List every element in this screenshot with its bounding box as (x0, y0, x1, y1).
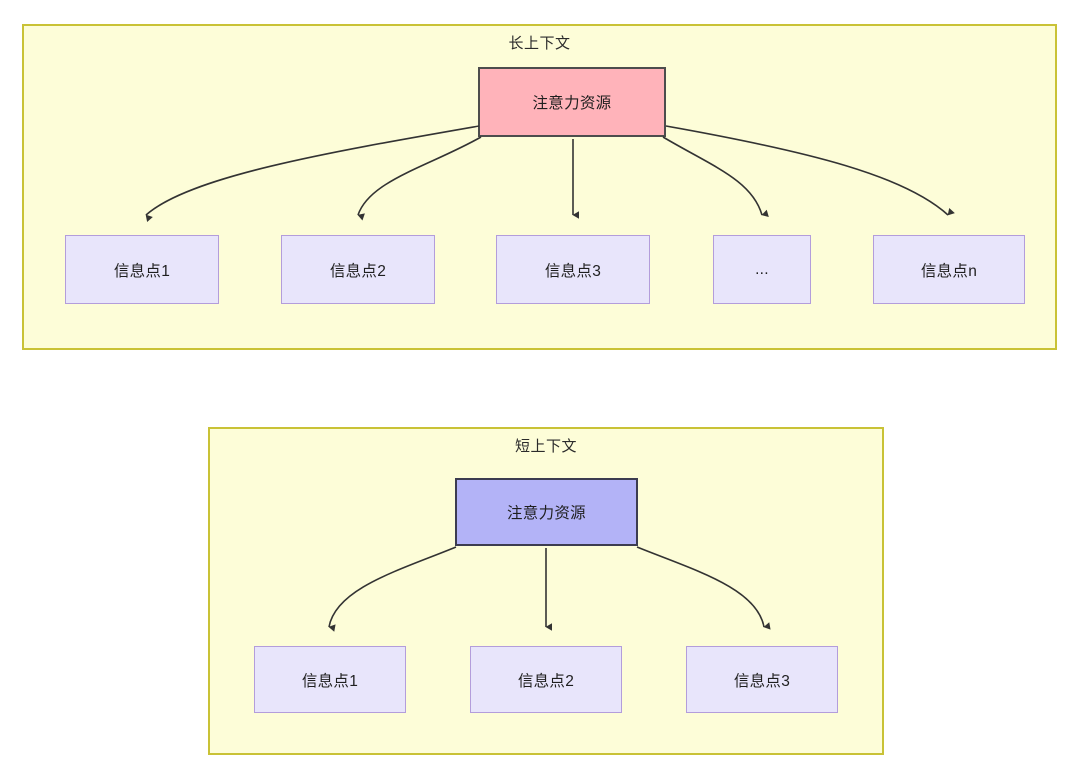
node-info-point-1-short[interactable]: 信息点1 (254, 646, 406, 713)
node-info-point-3-short[interactable]: 信息点3 (686, 646, 838, 713)
node-info-point-1-long[interactable]: 信息点1 (65, 235, 219, 304)
panel-long-context-title: 长上下文 (508, 35, 571, 52)
panel-short-context-title: 短上下文 (514, 438, 577, 455)
node-label: 信息点2 (517, 672, 575, 690)
node-label: 信息点3 (544, 262, 602, 280)
node-info-point-ellipsis-long[interactable]: ... (713, 235, 811, 304)
node-attention-resource-long[interactable]: 注意力资源 (478, 67, 666, 137)
node-label: 信息点2 (329, 262, 387, 280)
node-info-point-2-short[interactable]: 信息点2 (470, 646, 622, 713)
node-label: ... (755, 260, 769, 278)
node-attention-resource-short[interactable]: 注意力资源 (455, 478, 638, 546)
node-label: 注意力资源 (532, 95, 612, 112)
node-info-point-2-long[interactable]: 信息点2 (281, 235, 435, 304)
node-label: 注意力资源 (506, 505, 586, 522)
node-info-point-3-long[interactable]: 信息点3 (496, 235, 650, 304)
node-label: 信息点3 (733, 672, 791, 690)
node-label: 信息点1 (113, 262, 171, 280)
node-label: 信息点n (920, 262, 978, 280)
node-label: 信息点1 (301, 672, 359, 690)
node-info-point-n-long[interactable]: 信息点n (873, 235, 1025, 304)
